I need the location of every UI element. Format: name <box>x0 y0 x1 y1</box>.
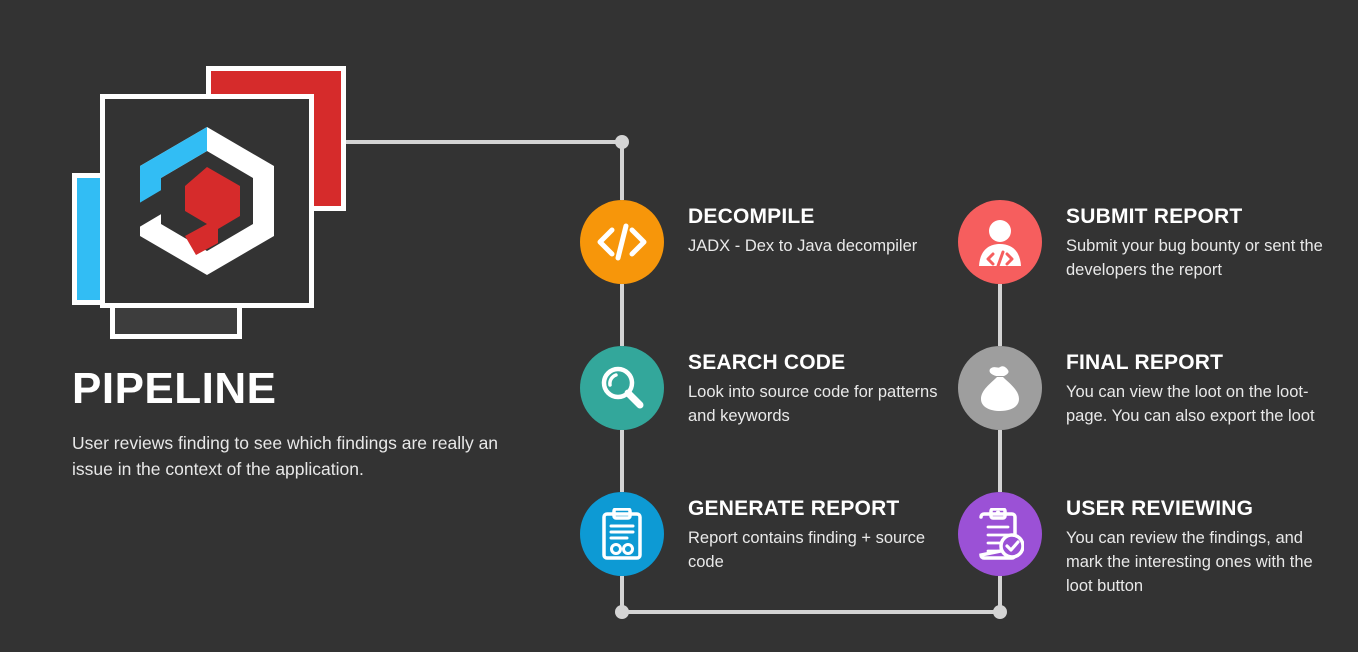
connector-joint-dots <box>615 135 1007 619</box>
step-description-final-report: You can view the loot on the loot-page. … <box>1066 383 1315 426</box>
step-badge-search-code <box>580 346 664 430</box>
headline-block: PIPELINE User reviews finding to see whi… <box>72 364 542 483</box>
step-description-submit-report: Submit your bug bounty or sent the devel… <box>1066 237 1323 280</box>
pipeline-step-user-reviewing[interactable]: USER REVIEWING You can review the findin… <box>958 492 1336 599</box>
joint-dot-bottom-right <box>993 605 1007 619</box>
step-text-final-report: FINAL REPORT You can view the loot on th… <box>1066 346 1336 429</box>
step-badge-user-reviewing <box>958 492 1042 576</box>
step-description-decompile: JADX - Dex to Java decompiler <box>688 237 918 256</box>
step-badge-decompile <box>580 200 664 284</box>
step-badge-submit-report <box>958 200 1042 284</box>
step-badge-final-report <box>958 346 1042 430</box>
pipeline-step-generate-report[interactable]: GENERATE REPORT Report contains finding … <box>580 492 958 576</box>
step-description-user-reviewing: You can review the findings, and mark th… <box>1066 529 1313 595</box>
step-text-decompile: DECOMPILE JADX - Dex to Java decompiler <box>688 200 917 259</box>
connector-logo-to-decompile <box>340 140 624 200</box>
step-badge-generate-report <box>580 492 664 576</box>
step-description-search-code: Look into source code for patterns and k… <box>688 383 938 426</box>
step-title-generate-report: GENERATE REPORT <box>688 497 900 520</box>
clipboard-check-icon <box>979 508 1024 560</box>
page-description: User reviews finding to see which findin… <box>72 433 499 480</box>
code-brackets-icon <box>597 223 647 261</box>
pipeline-step-search-code[interactable]: SEARCH CODE Look into source code for pa… <box>580 346 958 430</box>
magnifier-icon <box>601 366 644 409</box>
step-description-generate-report: Report contains finding + source code <box>688 529 926 572</box>
step-text-user-reviewing: USER REVIEWING You can review the findin… <box>1066 492 1336 599</box>
step-title-decompile: DECOMPILE <box>688 205 815 228</box>
pipeline-step-final-report[interactable]: FINAL REPORT You can view the loot on th… <box>958 346 1336 430</box>
joint-dot-top-left <box>615 135 629 149</box>
page-title: PIPELINE <box>72 364 277 413</box>
step-text-generate-report: GENERATE REPORT Report contains finding … <box>688 492 958 575</box>
step-title-search-code: SEARCH CODE <box>688 351 846 374</box>
step-text-search-code: SEARCH CODE Look into source code for pa… <box>688 346 958 429</box>
joint-dot-bottom-left <box>615 605 629 619</box>
step-title-user-reviewing: USER REVIEWING <box>1066 497 1254 520</box>
pipeline-step-decompile[interactable]: DECOMPILE JADX - Dex to Java decompiler <box>580 200 917 284</box>
step-title-submit-report: SUBMIT REPORT <box>1066 205 1243 228</box>
loot-bag-icon <box>981 366 1019 411</box>
pipeline-step-submit-report[interactable]: SUBMIT REPORT Submit your bug bounty or … <box>958 200 1336 284</box>
step-title-final-report: FINAL REPORT <box>1066 351 1224 374</box>
hexagon-emblem-icon <box>100 94 314 308</box>
step-text-submit-report: SUBMIT REPORT Submit your bug bounty or … <box>1066 200 1336 283</box>
developer-person-icon <box>979 220 1021 268</box>
clipboard-report-icon <box>602 508 642 560</box>
logo-card-stack <box>72 66 362 346</box>
